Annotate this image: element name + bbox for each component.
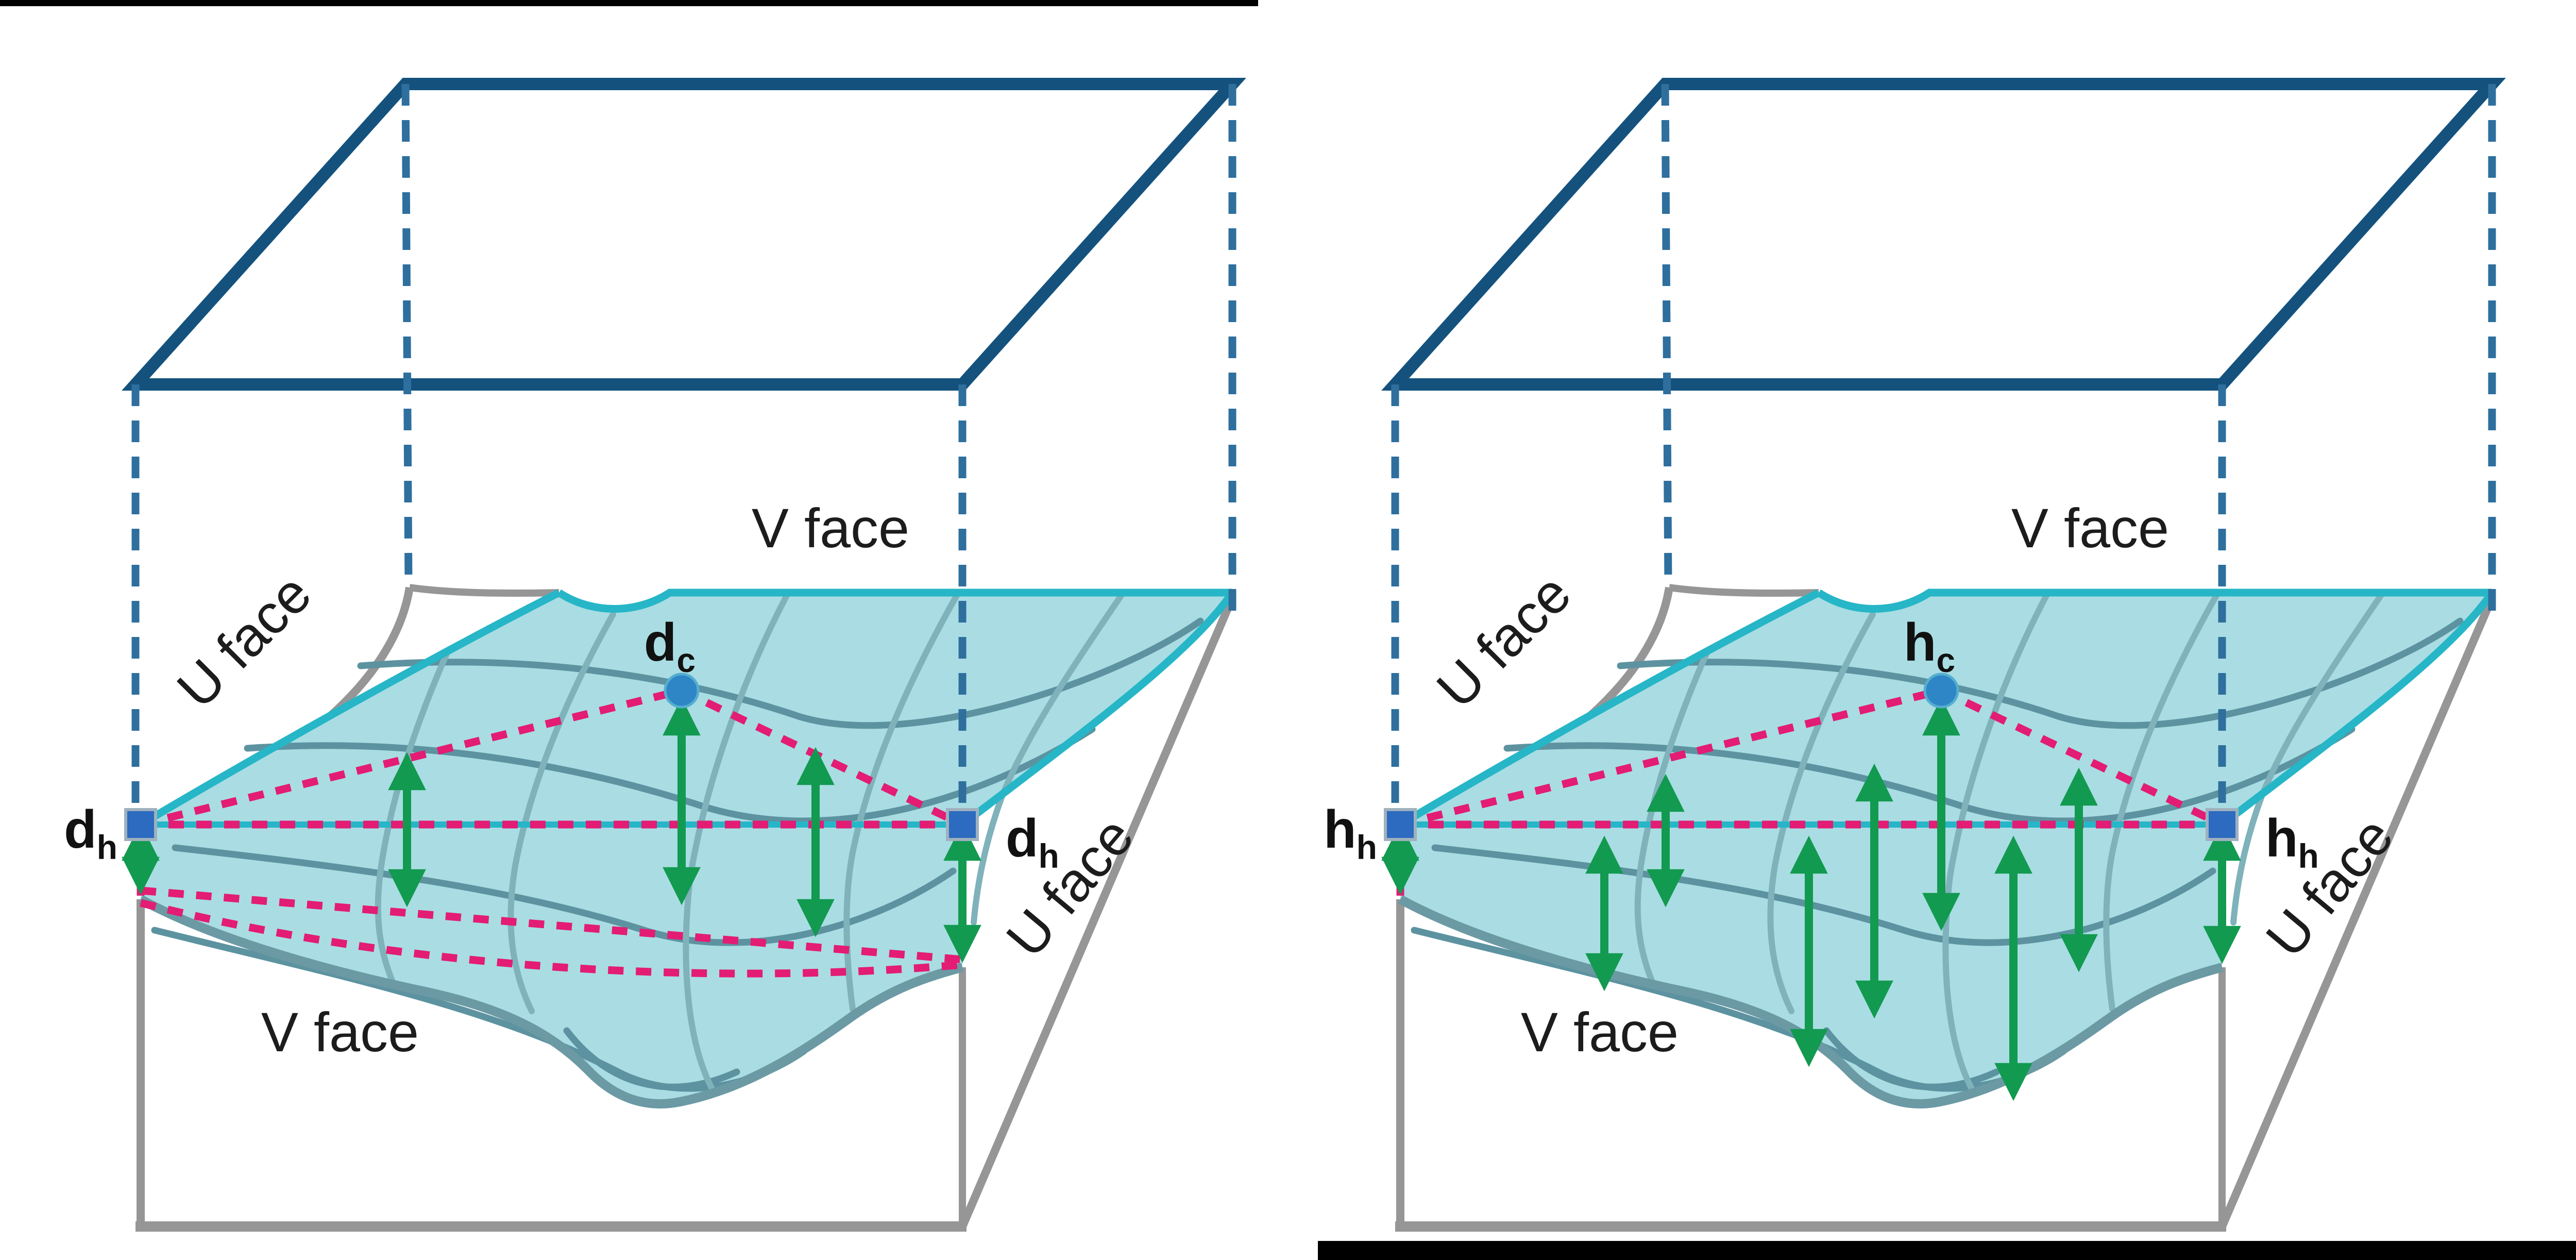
hh-right-label: hh xyxy=(2265,809,2319,875)
pink-bottom-chord-b xyxy=(140,899,963,978)
label-main: h xyxy=(1904,613,1937,673)
label-sub: h xyxy=(97,828,117,866)
dh-handle-marker-left[interactable] xyxy=(124,808,157,841)
u-face-left-label: U face xyxy=(165,562,323,719)
hh-left-label: hh xyxy=(1324,800,1377,866)
label-main: d xyxy=(644,613,677,673)
u-face-left-label: U face xyxy=(1425,562,1582,719)
label-main: d xyxy=(64,800,97,860)
v-face-bottom-label: V face xyxy=(1521,1001,1679,1063)
v-face-bottom-label: V face xyxy=(261,1001,419,1063)
diagram-distance: V face U face U face V face dh dc dh xyxy=(64,84,1232,1227)
label-sub: c xyxy=(676,641,696,679)
pink-chord-left-to-center xyxy=(1399,686,1942,829)
v-face-top-label: V face xyxy=(2011,497,2169,559)
pink-chord-center-to-right xyxy=(680,687,964,828)
label-main: h xyxy=(1324,800,1357,860)
top-crop-bar xyxy=(0,0,1258,6)
label-sub: h xyxy=(1357,828,1377,866)
hc-label: hc xyxy=(1904,613,1955,679)
label-sub: h xyxy=(1039,837,1059,875)
hc-center-dot[interactable] xyxy=(1923,673,1959,709)
diagram-height: V face U face U face V face hh hc hh xyxy=(1324,84,2492,1227)
pink-chord-center-to-right xyxy=(1939,687,2224,828)
dh-left-label: dh xyxy=(64,800,117,866)
dc-label: dc xyxy=(644,613,696,679)
v-face-top-label: V face xyxy=(752,497,909,559)
bottom-crop-bar xyxy=(1318,1241,2576,1260)
label-sub: h xyxy=(2298,837,2319,875)
label-main: h xyxy=(2265,809,2298,868)
hh-handle-marker-right[interactable] xyxy=(2206,808,2239,841)
label-sub: c xyxy=(1936,641,1955,679)
dh-right-label: dh xyxy=(1006,809,1059,875)
label-main: d xyxy=(1006,809,1039,868)
hh-handle-marker-left[interactable] xyxy=(1384,808,1417,841)
dh-handle-marker-right[interactable] xyxy=(946,808,979,841)
dc-center-dot[interactable] xyxy=(664,673,700,709)
